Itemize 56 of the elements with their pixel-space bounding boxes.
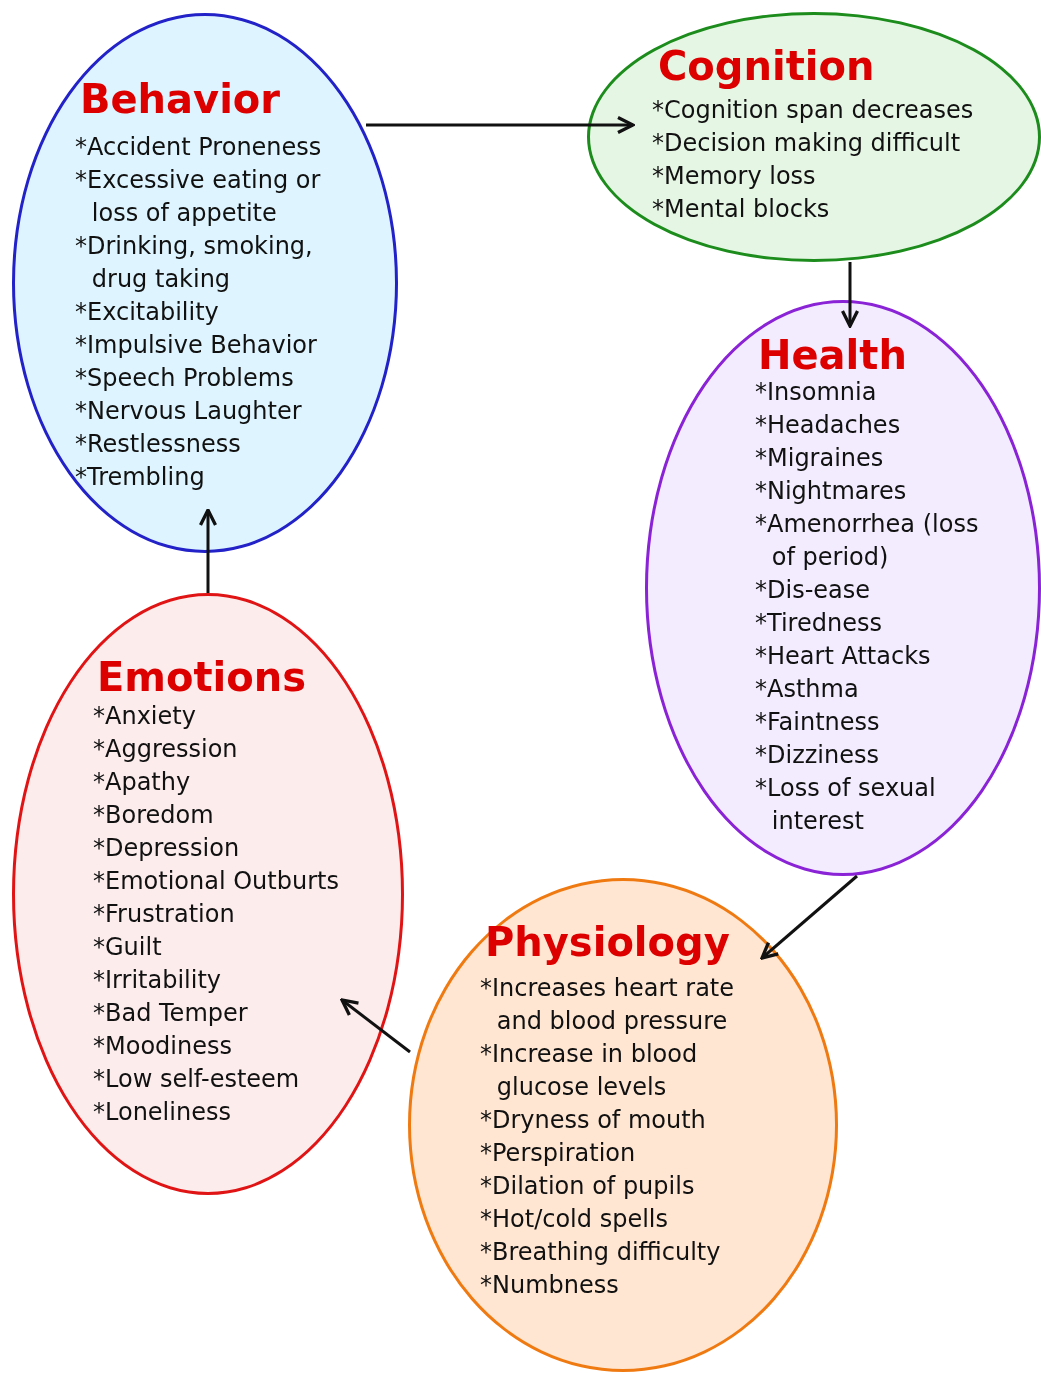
list-item: *Increases heart rate and blood pressure: [480, 973, 736, 1037]
list-item: *Aggression: [93, 734, 239, 765]
list-item: *Excitability: [75, 297, 220, 328]
list-item: *Guilt: [93, 932, 163, 963]
list-item: *Tiredness: [755, 608, 883, 639]
list-item: *Accident Proneness: [75, 132, 323, 163]
list-item: *Mental blocks: [652, 194, 831, 225]
list-item: *Memory loss: [652, 161, 817, 192]
list-item: *Numbness: [480, 1270, 620, 1301]
list-item: *Dilation of pupils: [480, 1171, 696, 1202]
list-item: *Faintness: [755, 707, 881, 738]
list-item: *Bad Temper: [93, 998, 249, 1029]
list-item: *Asthma: [755, 674, 860, 705]
heading: Behavior: [80, 77, 281, 121]
arrow: [366, 115, 635, 135]
list-item: *Nightmares: [755, 476, 908, 507]
arrow: [760, 874, 858, 960]
list-item: *Nervous Laughter: [75, 396, 303, 427]
list-item: *Apathy: [93, 767, 192, 798]
list-item: *Irritability: [93, 965, 223, 996]
list-item: *Amenorrhea (loss of period): [755, 509, 980, 573]
list-item: *Anxiety: [93, 701, 197, 732]
heading: Health: [758, 333, 907, 377]
list-item: *Headaches: [755, 410, 902, 441]
heading: Emotions: [97, 655, 307, 699]
list-item: *Excessive eating or loss of appetite: [75, 165, 322, 229]
arrow: [840, 262, 860, 328]
list-item: *Perspiration: [480, 1138, 637, 1169]
list-item: *Decision making difficult: [652, 128, 962, 159]
list-item: *Impulsive Behavior: [75, 330, 318, 361]
list-item: *Loss of sexual interest: [755, 773, 937, 837]
list-item: *Drinking, smoking, drug taking: [75, 231, 314, 295]
arrow: [198, 508, 218, 593]
list-item: *Increase in blood glucose levels: [480, 1039, 699, 1103]
list-item: *Dizziness: [755, 740, 880, 771]
list-item: *Boredom: [93, 800, 215, 831]
arrow: [340, 998, 411, 1054]
list-item: *Dis-ease: [755, 575, 872, 606]
list-item: *Insomnia: [755, 377, 878, 408]
list-item: *Trembling: [75, 462, 206, 493]
list-item: *Moodiness: [93, 1031, 233, 1062]
list-item: *Emotional Outburts: [93, 866, 340, 897]
list-item: *Depression: [93, 833, 241, 864]
list-item: *Breathing difficulty: [480, 1237, 722, 1268]
list-item: *Hot/cold spells: [480, 1204, 669, 1235]
list-item: *Loneliness: [93, 1097, 232, 1128]
list-item: *Cognition span decreases: [652, 95, 975, 126]
heading: Cognition: [658, 44, 875, 88]
list-item: *Heart Attacks: [755, 641, 932, 672]
list-item: *Restlessness: [75, 429, 242, 460]
list-item: *Frustration: [93, 899, 236, 930]
heading: Physiology: [485, 920, 730, 964]
list-item: *Speech Problems: [75, 363, 295, 394]
list-item: *Dryness of mouth: [480, 1105, 707, 1136]
list-item: *Migraines: [755, 443, 885, 474]
list-item: *Low self-esteem: [93, 1064, 301, 1095]
